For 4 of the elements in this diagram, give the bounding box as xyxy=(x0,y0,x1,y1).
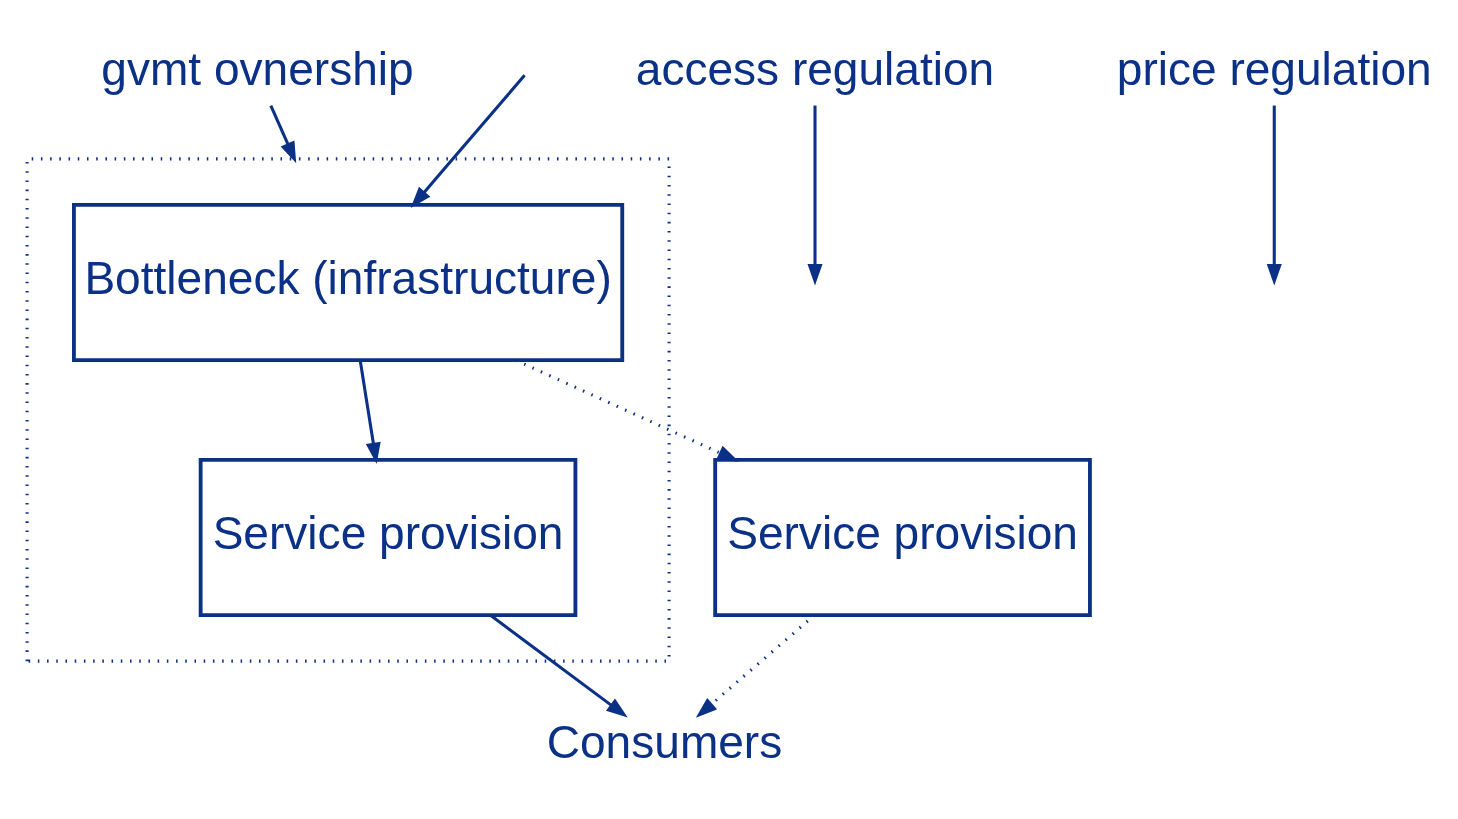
node-text: price regulation xyxy=(1116,42,1432,95)
node-text: access regulation xyxy=(635,42,995,95)
node-text: Consumers xyxy=(546,715,783,768)
node-text: gvmt ovnership xyxy=(101,42,414,95)
